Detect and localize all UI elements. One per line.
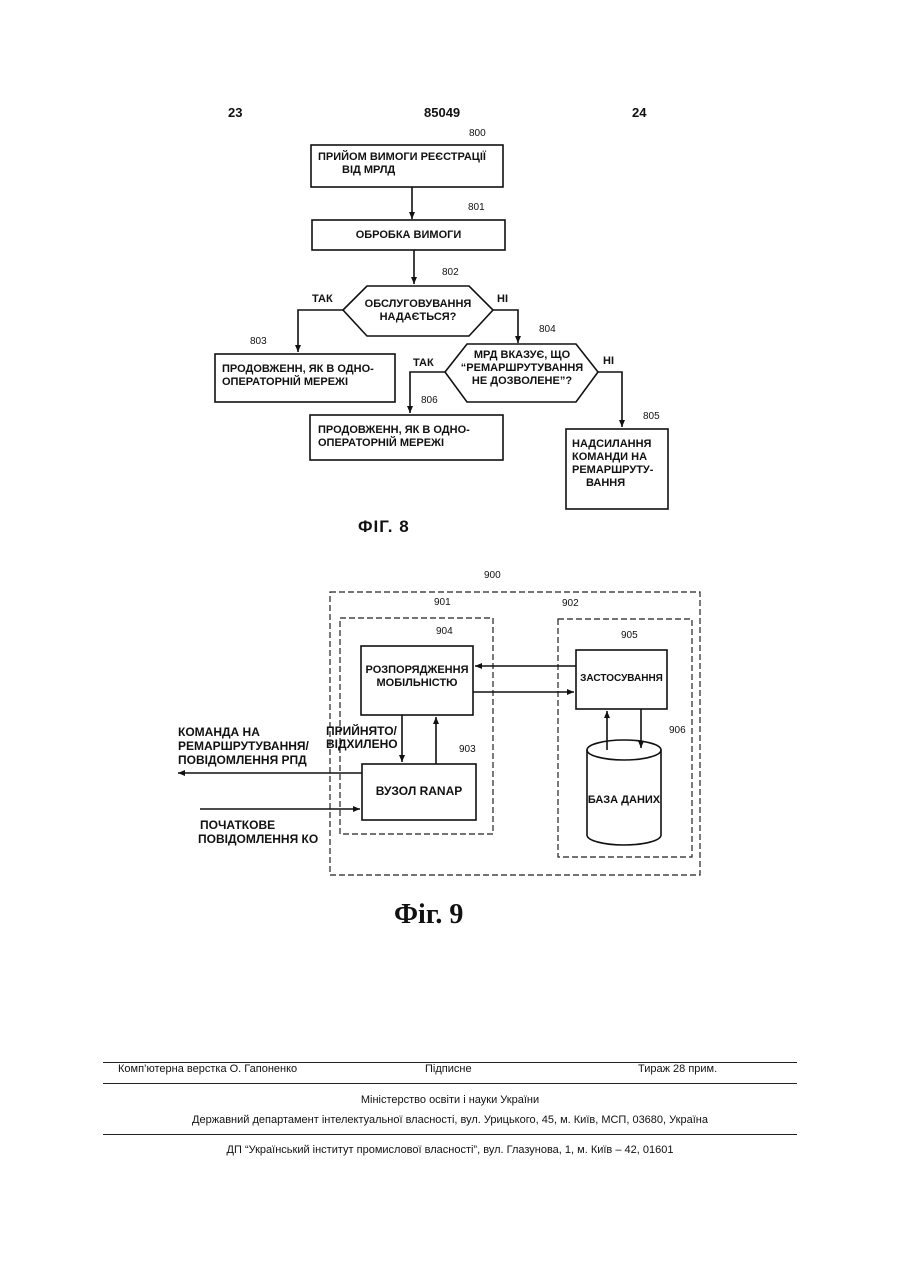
footer-circulation: Тираж 28 прим. (638, 1063, 717, 1075)
fig9-caption: Фіг. 9 (394, 899, 463, 931)
application-905-text: ЗАСТОСУВАННЯ (576, 672, 667, 685)
step-805-text: НАДСИЛАННЯ КОМАНДИ НА РЕМАРШРУТУ- ВАННЯ (572, 438, 653, 490)
branch-yes-804: ТАК (413, 357, 434, 370)
ref-902: 902 (562, 598, 579, 609)
ref-802: 802 (442, 267, 459, 278)
ref-806: 806 (421, 395, 438, 406)
fig8-caption: ФІГ. 8 (358, 517, 410, 537)
ref-804: 804 (539, 324, 556, 335)
footer-rule-bottom (103, 1134, 797, 1135)
ref-800: 800 (469, 128, 486, 139)
mobility-904-text: РОЗПОРЯДЖЕННЯ МОБІЛЬНІСТЮ (361, 664, 473, 690)
database-906-top (587, 740, 661, 760)
ref-901: 901 (434, 597, 451, 608)
step-801-text: ОБРОБКА ВИМОГИ (312, 229, 505, 242)
branch-yes-802: ТАК (312, 293, 333, 306)
footer-ministry: Міністерство освіти і науки України (103, 1094, 797, 1106)
step-806-text: ПРОДОВЖЕНН, ЯК В ОДНО- ОПЕРАТОРНІЙ МЕРЕЖ… (318, 424, 470, 450)
footer-typesetting: Комп’ютерна верстка О. Гапоненко (118, 1063, 297, 1075)
database-906-text: БАЗА ДАНИХ (587, 794, 661, 807)
step-802-text: ОБСЛУГОВУВАННЯ НАДАЄТЬСЯ? (353, 298, 483, 324)
branch-no-802: НІ (497, 293, 508, 306)
ranap-903-text: ВУЗОЛ RANAP (362, 785, 476, 798)
accepted-rejected-label: ПРИЙНЯТО/ ВІДХИЛЕНО (326, 725, 398, 751)
ref-904: 904 (436, 626, 453, 637)
ref-900: 900 (484, 570, 501, 581)
footer-signed: Підписне (425, 1063, 472, 1075)
ref-803: 803 (250, 336, 267, 347)
footer-department: Державний департамент інтелектуальної вл… (103, 1114, 797, 1126)
ref-805: 805 (643, 411, 660, 422)
fig8-flowchart (0, 0, 901, 560)
footer-rule-middle (103, 1083, 797, 1084)
ref-906: 906 (669, 725, 686, 736)
branch-no-804: НІ (603, 355, 614, 368)
footer-institute: ДП “Український інститут промислової вла… (103, 1144, 797, 1156)
initial-message-label: ПОЧАТКОВЕ ПОВІДОМЛЕННЯ КО (198, 818, 318, 846)
step-804-text: МРД ВКАЗУЄ, ЩО “РЕМАРШРУТУВАННЯ НЕ ДОЗВО… (448, 349, 596, 388)
ref-905: 905 (621, 630, 638, 641)
fig9-diagram (0, 560, 901, 900)
ref-801: 801 (468, 202, 485, 213)
ref-903: 903 (459, 744, 476, 755)
rerouting-command-label: КОМАНДА НА РЕМАРШРУТУВАННЯ/ ПОВІДОМЛЕННЯ… (178, 725, 309, 767)
step-800-text: ПРИЙОМ ВИМОГИ РЕЄСТРАЦІЇ ВІД МРЛД (318, 151, 486, 177)
group-902-boundary (558, 619, 692, 857)
step-803-text: ПРОДОВЖЕНН, ЯК В ОДНО- ОПЕРАТОРНІЙ МЕРЕЖ… (222, 363, 374, 389)
